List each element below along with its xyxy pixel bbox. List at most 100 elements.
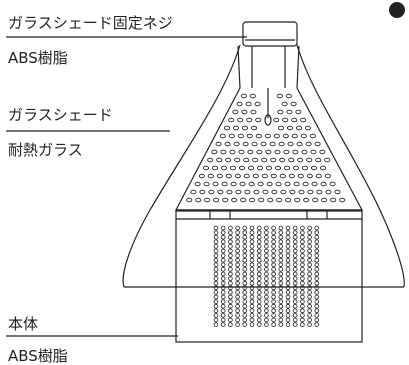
grille-hole xyxy=(235,303,240,309)
vent-hole xyxy=(288,157,295,163)
vent-hole xyxy=(239,181,246,187)
grille-hole xyxy=(228,225,233,231)
grille-hole xyxy=(235,234,240,240)
grille-hole xyxy=(213,285,219,291)
grille-hole xyxy=(256,257,262,263)
grille-hole xyxy=(278,299,284,304)
grille-hole xyxy=(271,234,276,240)
grille-hole xyxy=(307,313,312,318)
vent-hole xyxy=(293,181,300,187)
grille-hole xyxy=(292,308,298,314)
vent-hole xyxy=(305,141,312,147)
vent-hole xyxy=(320,181,327,187)
grille-hole xyxy=(213,262,219,268)
vent-hole xyxy=(211,149,218,155)
grille-hole xyxy=(307,299,312,304)
grille-hole xyxy=(228,294,233,300)
vent-hole xyxy=(237,133,244,139)
grille-hole xyxy=(307,257,312,263)
vent-hole xyxy=(199,189,206,195)
grille-hole xyxy=(314,280,320,286)
vent-hole xyxy=(319,165,327,171)
vent-hole xyxy=(285,93,292,99)
grille-hole xyxy=(285,271,291,277)
vent-hole xyxy=(246,133,253,139)
vent-hole xyxy=(233,141,240,147)
grille-hole xyxy=(314,276,320,281)
grille-hole xyxy=(242,239,248,245)
grille-hole xyxy=(264,276,269,281)
grille-hole xyxy=(256,262,262,268)
grille-hole xyxy=(256,234,262,240)
grille-hole xyxy=(264,308,269,314)
grille-hole xyxy=(307,262,312,268)
grille-hole xyxy=(300,230,305,235)
vent-hole xyxy=(257,181,264,187)
vent-hole xyxy=(222,197,229,203)
grille-hole xyxy=(228,262,233,268)
grille-hole xyxy=(285,267,291,272)
grille-hole xyxy=(278,294,284,300)
vent-hole xyxy=(228,133,235,139)
vent-hole xyxy=(216,157,223,163)
grille-hole xyxy=(256,276,262,281)
grille-hole xyxy=(285,280,291,286)
grille-hole xyxy=(264,313,269,318)
grille-hole xyxy=(249,308,255,314)
grille-hole xyxy=(285,230,291,235)
grille-hole xyxy=(213,313,219,318)
grille-hole xyxy=(213,322,219,327)
vent-hole xyxy=(234,173,241,179)
grille-hole xyxy=(220,257,226,263)
grille-hole xyxy=(292,230,298,235)
grille-hole xyxy=(278,290,284,295)
grille-hole xyxy=(292,248,298,254)
grille-hole xyxy=(220,262,226,268)
grille-hole xyxy=(249,257,255,263)
vent-hole xyxy=(249,93,256,99)
grille-hole xyxy=(242,253,248,258)
grille-hole xyxy=(249,290,255,295)
grille-hole xyxy=(249,280,255,286)
grille-hole xyxy=(220,308,226,314)
grille-hole xyxy=(220,317,226,323)
grille-hole xyxy=(271,308,276,314)
vent-hole xyxy=(258,197,265,203)
grille-hole xyxy=(292,313,298,318)
grille-hole xyxy=(278,285,284,291)
grille-hole xyxy=(292,285,298,291)
grille-hole xyxy=(285,253,291,258)
grille-hole xyxy=(278,239,284,245)
grille-hole xyxy=(242,280,248,286)
vent-hole xyxy=(304,125,312,131)
vent-hole xyxy=(256,149,263,155)
vent-hole xyxy=(245,101,252,107)
grille-hole xyxy=(264,248,269,254)
vent-hole xyxy=(329,181,336,187)
vent-hole xyxy=(307,189,314,195)
grille-hole xyxy=(220,280,226,286)
label-glass-shade: ガラスシェード xyxy=(8,106,113,124)
grille-hole xyxy=(271,225,276,231)
grille-hole xyxy=(228,299,233,304)
vent-hole xyxy=(235,189,242,195)
grille-hole xyxy=(256,239,262,245)
vent-hole xyxy=(186,197,193,203)
vent-hole xyxy=(281,101,288,107)
vent-hole xyxy=(215,141,222,147)
grille-hole xyxy=(242,271,248,277)
grille-hole xyxy=(249,230,255,235)
grille-hole xyxy=(213,317,219,323)
vent-hole xyxy=(296,141,303,147)
grille-hole xyxy=(292,239,298,245)
grille-hole xyxy=(285,317,291,323)
grille-hole xyxy=(300,276,305,281)
grille-hole xyxy=(213,303,219,309)
grille-hole xyxy=(213,225,219,231)
vent-hole xyxy=(254,101,261,107)
grille-hole xyxy=(235,313,240,318)
grille-hole xyxy=(271,294,276,300)
grille-hole xyxy=(300,239,305,245)
grille-hole xyxy=(271,290,276,295)
vent-hole xyxy=(261,157,268,163)
